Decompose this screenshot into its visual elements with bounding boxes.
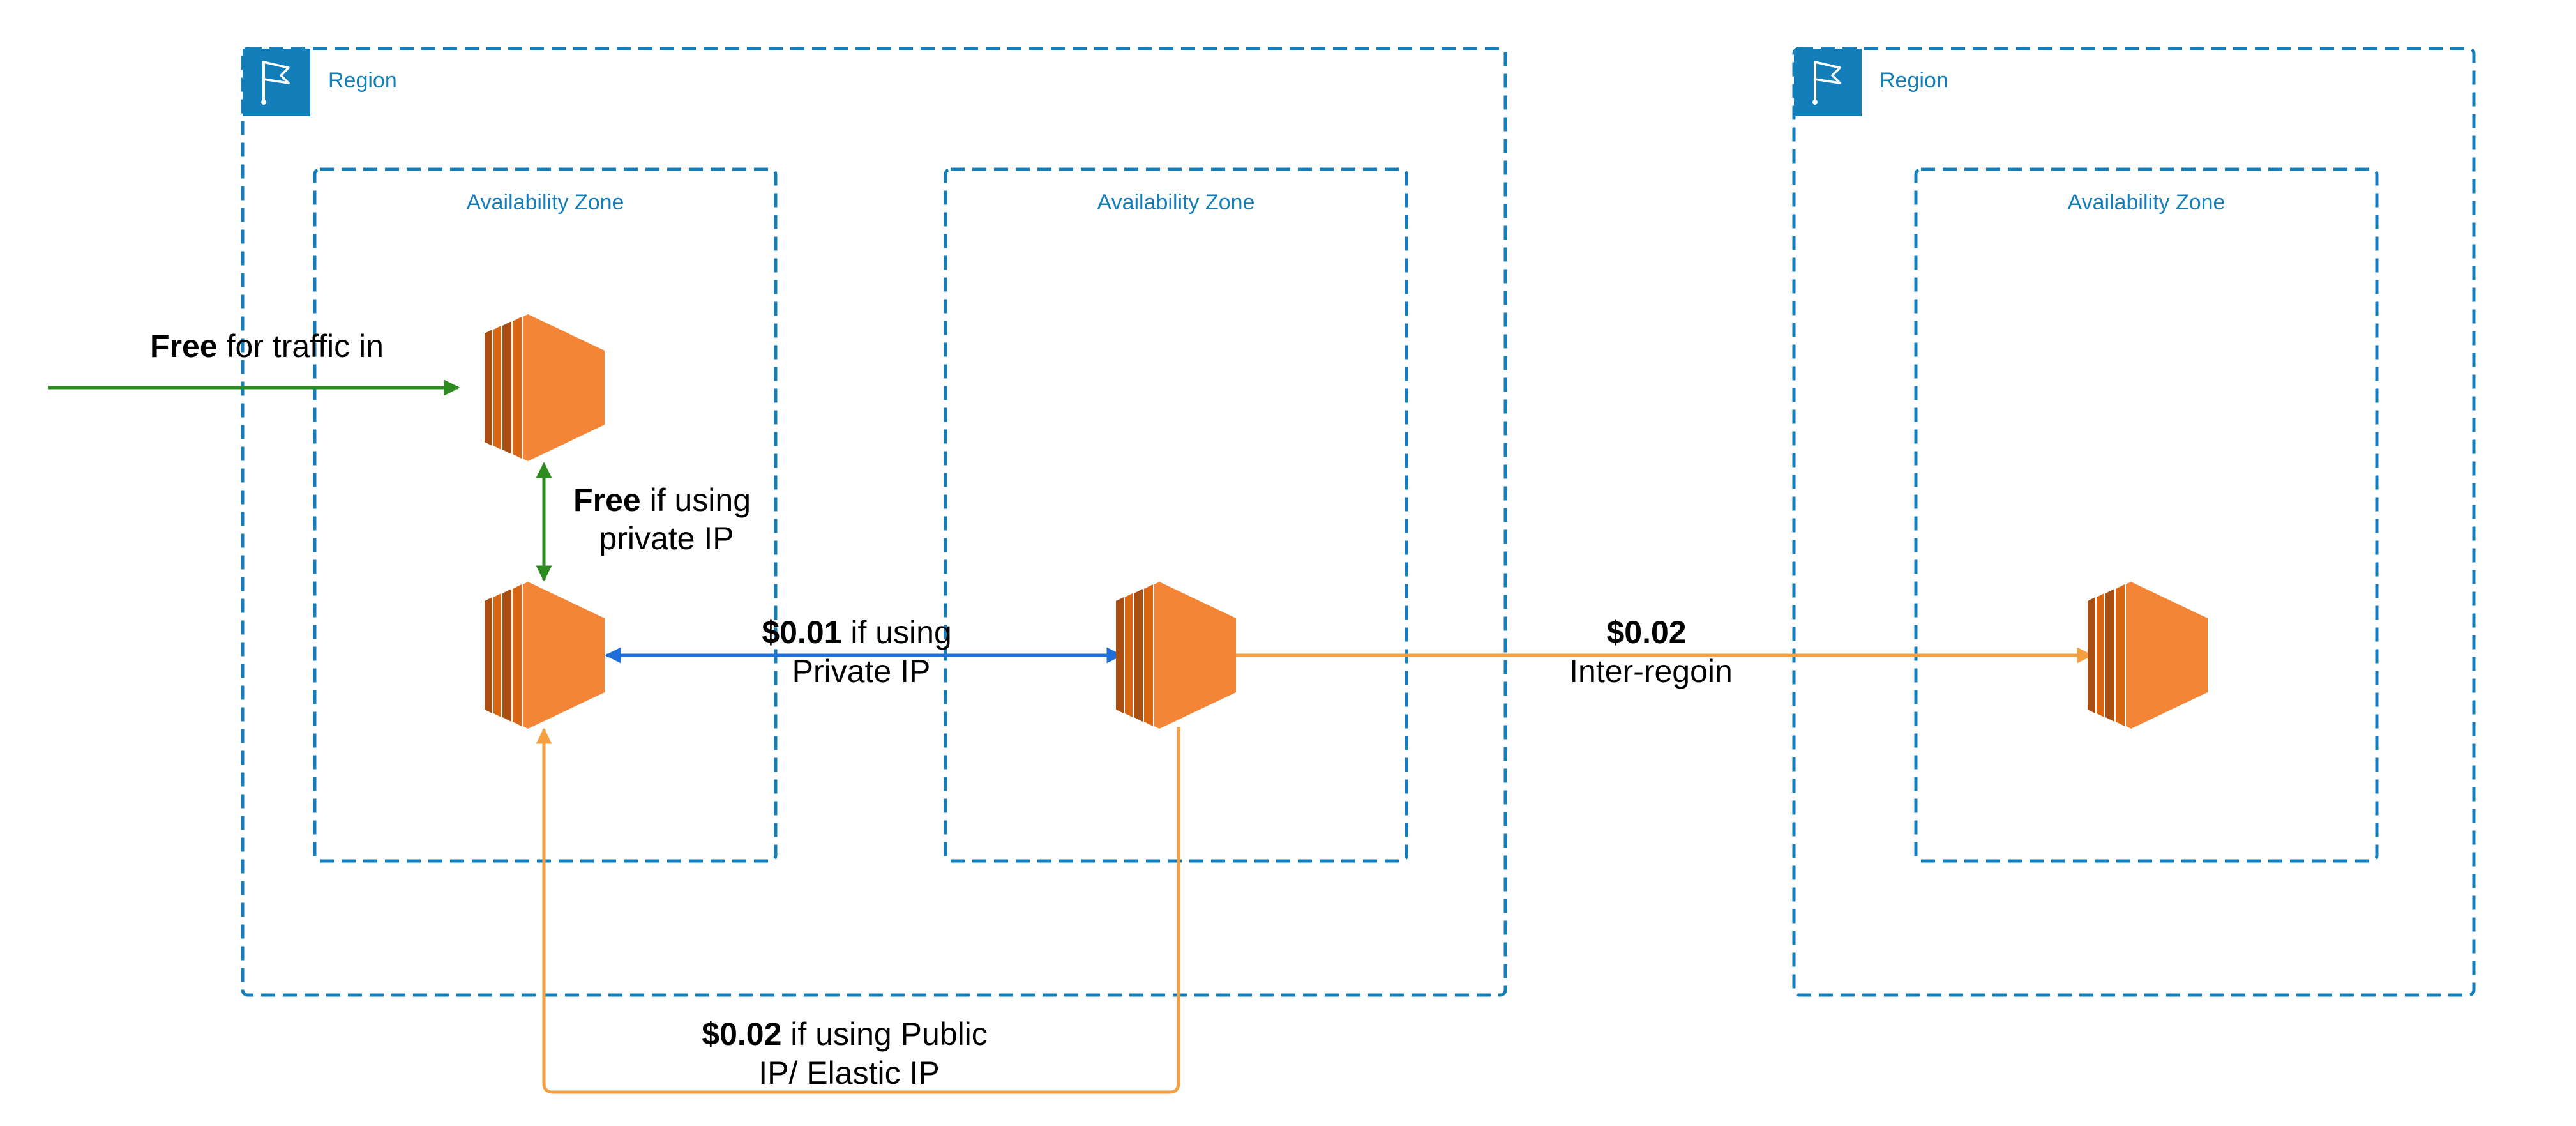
availability-zone-label: Availability Zone <box>467 190 624 215</box>
availability-zone-3: Availability Zone <box>1914 167 2379 863</box>
availability-zone-label: Availability Zone <box>2068 190 2226 215</box>
region-right: Region <box>1792 47 2476 997</box>
region-left: Region <box>241 47 1507 997</box>
region-label: Region <box>1879 68 1948 93</box>
ec2-instance-icon <box>2088 582 2208 729</box>
ec2-instance-icon <box>485 314 605 461</box>
availability-zone-2: Availability Zone <box>944 167 1408 863</box>
region-flag-icon <box>1794 49 1862 116</box>
ec2-instance-icon <box>1116 582 1236 729</box>
region-label: Region <box>328 68 397 93</box>
cross-az-private-ip-label: $0.01 if using Private IP <box>762 614 960 689</box>
same-az-private-ip-label: Free if using private IP <box>573 482 760 556</box>
availability-zone-label: Availability Zone <box>1097 190 1255 215</box>
ec2-instance-icon <box>485 582 605 729</box>
traffic-in-label: Free for traffic in <box>150 328 384 364</box>
inter-region-label: $0.02 Inter-regoin <box>1569 614 1733 689</box>
public-ip-loop-arrow <box>536 727 1180 1094</box>
region-flag-icon <box>243 49 310 116</box>
public-ip-label: $0.02 if using Public IP/ Elastic IP <box>702 1016 996 1091</box>
